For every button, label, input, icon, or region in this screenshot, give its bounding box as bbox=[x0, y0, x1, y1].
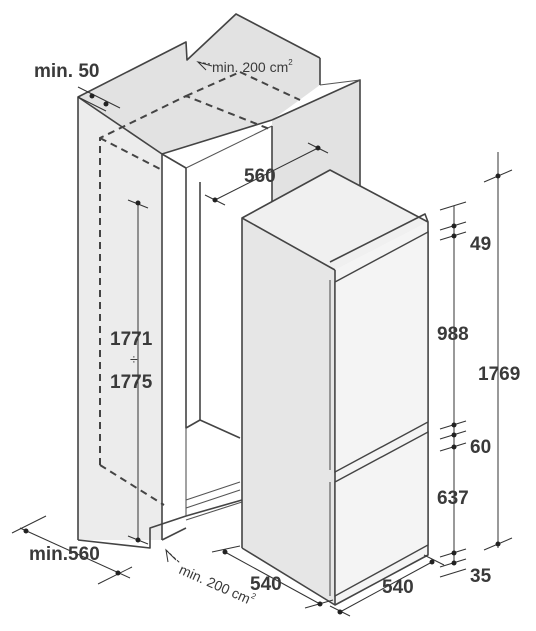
appliance-body bbox=[241, 169, 429, 606]
label-gap-bottom: 35 bbox=[470, 566, 492, 587]
label-freezer-door: 637 bbox=[437, 488, 469, 509]
label-vent-bottom: min. 200 cm2 bbox=[177, 560, 258, 609]
label-gap-top: 49 bbox=[470, 234, 491, 255]
label-fridge-door: 988 bbox=[437, 324, 469, 345]
label-vent-top: min. 200 cm2 bbox=[212, 58, 293, 75]
label-appliance-width: 540 bbox=[250, 574, 282, 595]
label-niche-height-b: 1775 bbox=[110, 372, 153, 393]
label-niche-height-a: 1771 bbox=[110, 329, 153, 350]
dimension-lines bbox=[11, 60, 513, 617]
freezer-door bbox=[334, 430, 429, 598]
label-gap-mid: 60 bbox=[470, 437, 491, 458]
label-appliance-depth: 540 bbox=[382, 577, 414, 598]
label-niche-height-sep: ÷ bbox=[130, 351, 138, 367]
label-min-top: min. 50 bbox=[34, 61, 99, 82]
label-overall-height: 1769 bbox=[478, 364, 520, 385]
label-min-bottom: min.560 bbox=[29, 544, 100, 565]
fridge-door bbox=[334, 230, 429, 474]
label-niche-depth: 560 bbox=[244, 166, 276, 187]
